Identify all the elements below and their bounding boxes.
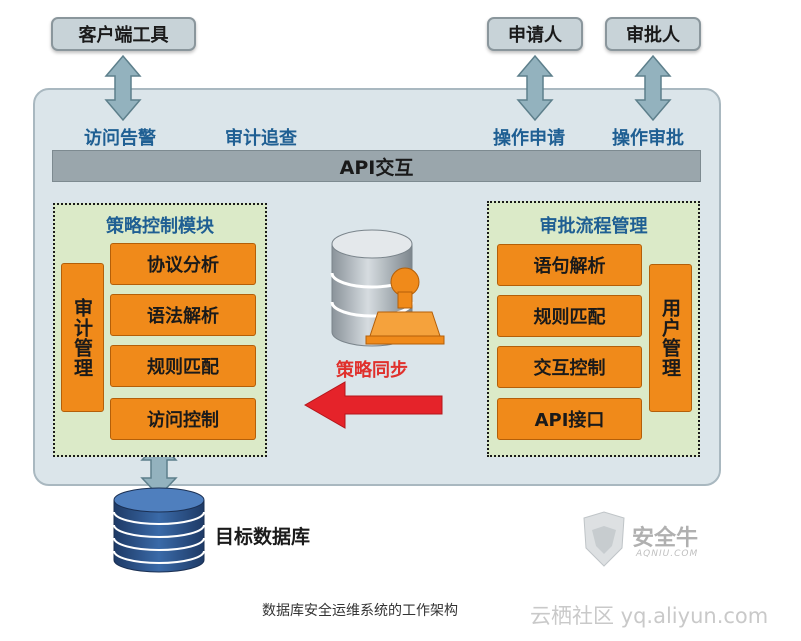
label-access-alert: 访问告警 xyxy=(84,128,156,149)
approval-item-1: 语句解析 xyxy=(497,244,642,286)
database-stamp-icon xyxy=(330,229,445,347)
logo-sub: AQNIU.COM xyxy=(636,549,699,559)
client-double-arrow xyxy=(104,54,142,122)
policy-item-4: 访问控制 xyxy=(110,398,256,440)
anquanniu-logo-icon xyxy=(583,511,625,567)
approval-item-3: 交互控制 xyxy=(497,346,642,388)
approver-double-arrow xyxy=(634,54,672,122)
target-database-icon xyxy=(113,487,205,573)
approval-item-2: 规则匹配 xyxy=(497,295,642,337)
label-audit-trace: 审计追查 xyxy=(225,128,297,149)
client-tools-box: 客户端工具 xyxy=(51,17,196,51)
approval-item-4: API接口 xyxy=(497,398,642,440)
policy-item-2: 语法解析 xyxy=(110,294,256,336)
policy-item-1: 协议分析 xyxy=(110,243,256,285)
audit-management-box: 审计管理 xyxy=(61,263,104,412)
applicant-box: 申请人 xyxy=(487,17,583,51)
watermark: 云栖社区 yq.aliyun.com xyxy=(530,604,769,628)
sync-arrow xyxy=(303,381,443,429)
approval-module-title: 审批流程管理 xyxy=(539,216,648,237)
policy-sync-label: 策略同步 xyxy=(336,360,408,381)
label-operation-approval: 操作审批 xyxy=(612,128,684,149)
target-database-label: 目标数据库 xyxy=(215,526,311,548)
figure-caption: 数据库安全运维系统的工作架构 xyxy=(262,603,458,619)
applicant-double-arrow xyxy=(516,54,554,122)
logo-name: 安全牛 xyxy=(632,526,699,551)
api-interaction-bar: API交互 xyxy=(52,150,701,182)
policy-item-3: 规则匹配 xyxy=(110,345,256,387)
label-operation-request: 操作申请 xyxy=(493,128,565,149)
approver-box: 审批人 xyxy=(605,17,701,51)
user-management-box: 用户管理 xyxy=(649,264,692,412)
policy-module-title: 策略控制模块 xyxy=(106,216,214,237)
